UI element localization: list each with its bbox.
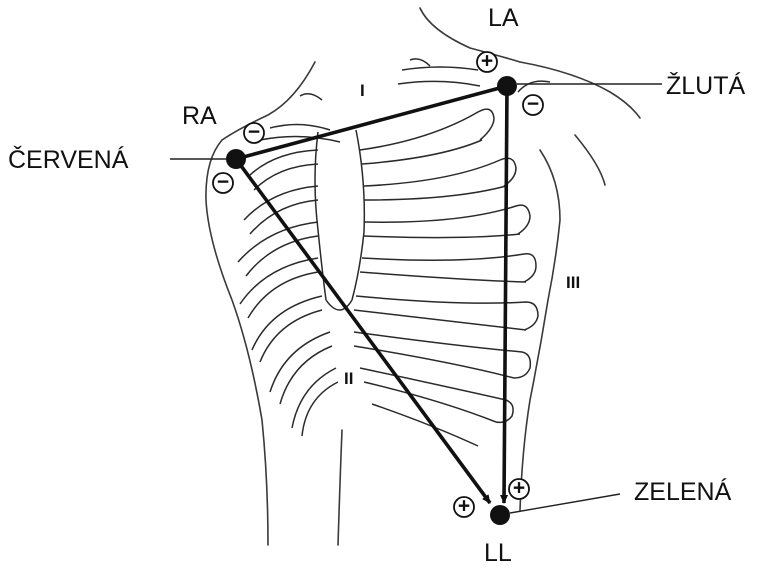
electrode-ll-green [490,505,510,525]
svg-text:+: + [513,477,525,500]
lead-iii-line [504,86,507,503]
minus-symbol-ra-lower: − [213,171,233,194]
label-yellow: ŽLUTÁ [666,71,746,100]
plus-symbol-la: + [477,50,497,73]
ribcage-right [354,109,538,446]
sternum [315,130,364,310]
minus-symbol-ra-upper: − [244,121,264,144]
svg-text:+: + [481,50,493,73]
lead-iii-label: III [566,273,580,292]
plus-symbol-ll-left: + [454,495,474,518]
label-red: ČERVENÁ [8,145,129,174]
svg-text:−: − [248,121,260,144]
svg-text:−: − [527,93,539,116]
electrode-ra-red [226,149,246,169]
electrode-la-yellow [497,76,517,96]
label-green: ZELENÁ [634,477,732,506]
svg-text:−: − [217,171,229,194]
lead-ii-line [236,159,490,503]
svg-text:+: + [458,495,470,518]
label-ra: RA [182,102,217,130]
lead-ii-label: II [344,369,353,388]
minus-symbol-la: − [523,93,543,116]
label-ll: LL [484,539,512,567]
label-la: LA [488,4,519,32]
lead-i-label: I [360,81,365,100]
plus-symbol-ll-right: + [509,477,529,500]
ribcage-left [238,150,338,436]
